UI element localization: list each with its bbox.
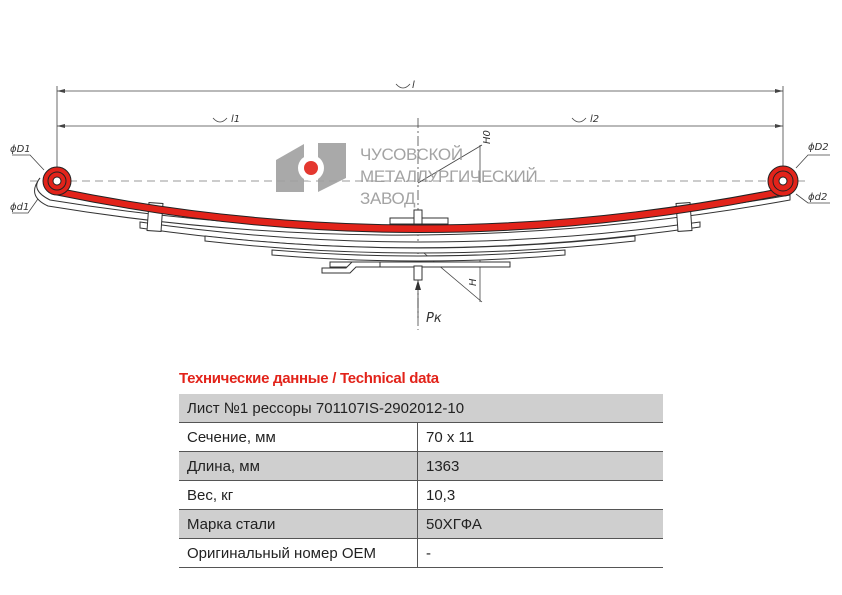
- row-label: Оригинальный номер OEM: [179, 538, 418, 568]
- table-header: Лист №1 рессоры 701107IS-2902012-10: [179, 394, 663, 423]
- label-l: l: [412, 80, 415, 91]
- row-label: Сечение, мм: [179, 422, 418, 452]
- row-value: 10,3: [417, 480, 663, 510]
- label-H: H: [468, 278, 479, 286]
- svg-text:ЧУСОВСКОЙ: ЧУСОВСКОЙ: [360, 145, 463, 164]
- table-header-row: Лист №1 рессоры 701107IS-2902012-10: [179, 394, 663, 423]
- svg-text:ЗАВОД: ЗАВОД: [360, 189, 416, 208]
- row-value: 70 x 11: [417, 422, 663, 452]
- label-d2: ϕd2: [808, 192, 827, 203]
- row-value: 1363: [417, 451, 663, 481]
- row-label: Длина, мм: [179, 451, 418, 481]
- table-row: Оригинальный номер OEM-: [179, 538, 663, 568]
- label-l2: l2: [590, 114, 599, 125]
- label-D1: ϕD1: [10, 144, 31, 155]
- dimension-lines: [12, 83, 830, 330]
- row-value: 50ХГФА: [417, 509, 663, 539]
- row-label: Вес, кг: [179, 480, 418, 510]
- label-Pk: Pк: [426, 311, 442, 326]
- spring-eye-right: [767, 165, 799, 197]
- company-logo: ЧУСОВСКОЙ МЕТАЛЛУРГИЧЕСКИЙ ЗАВОД: [276, 143, 538, 208]
- spring-eye-left: [42, 166, 72, 196]
- svg-text:МЕТАЛЛУРГИЧЕСКИЙ: МЕТАЛЛУРГИЧЕСКИЙ: [360, 167, 537, 186]
- label-l1: l1: [231, 114, 240, 125]
- technical-data-title: Технические данные / Technical data: [179, 370, 439, 387]
- row-value: -: [417, 538, 663, 568]
- label-D2: ϕD2: [808, 142, 829, 153]
- arrow-icon: [415, 280, 421, 290]
- row-label: Марка стали: [179, 509, 418, 539]
- label-H0: H0: [482, 130, 493, 144]
- label-d1: ϕd1: [10, 202, 29, 213]
- technical-data-table: Лист №1 рессоры 701107IS-2902012-10 Сече…: [179, 394, 663, 568]
- leaf-spring-drawing: l l1 l2 ϕD1 ϕD2 ϕd1 ϕd2 H H0 Pк ЧУСОВСКО…: [10, 80, 830, 330]
